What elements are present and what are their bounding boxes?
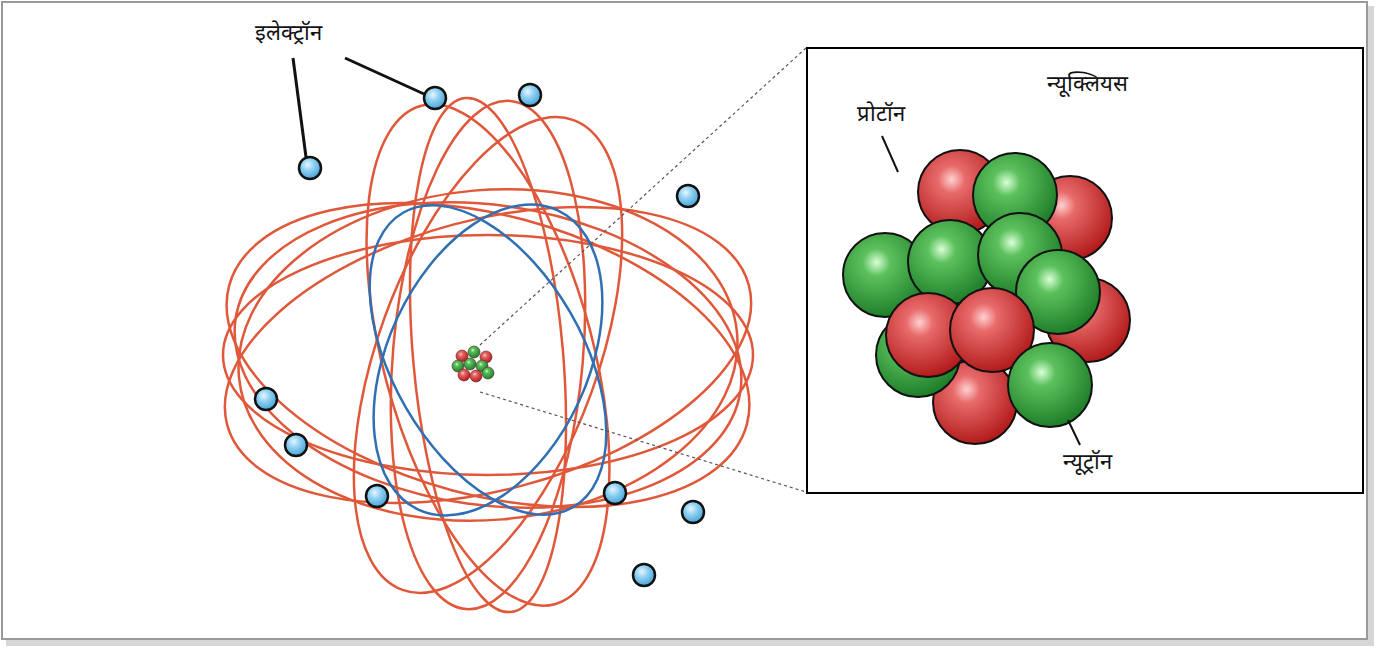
frame <box>2 2 1367 639</box>
leader-lines <box>293 58 424 157</box>
heading: न्यूक्लियस <box>1047 71 1128 97</box>
part-label: न्यूट्रॉन <box>1063 449 1112 475</box>
part-label: इलेक्ट्रॉन <box>255 20 322 46</box>
inner-orbits <box>321 165 656 554</box>
electrons <box>255 84 704 586</box>
inset-box: न्यूक्लियस प्रोटॉन न्यूट्रॉन <box>806 47 1364 494</box>
nucleus-zoom <box>843 150 1130 444</box>
leader-lines <box>882 136 1080 445</box>
nucleus <box>452 346 494 382</box>
part-label: प्रोटॉन <box>857 101 905 127</box>
zoom-lines <box>480 48 806 492</box>
outer-orbits <box>192 79 783 632</box>
